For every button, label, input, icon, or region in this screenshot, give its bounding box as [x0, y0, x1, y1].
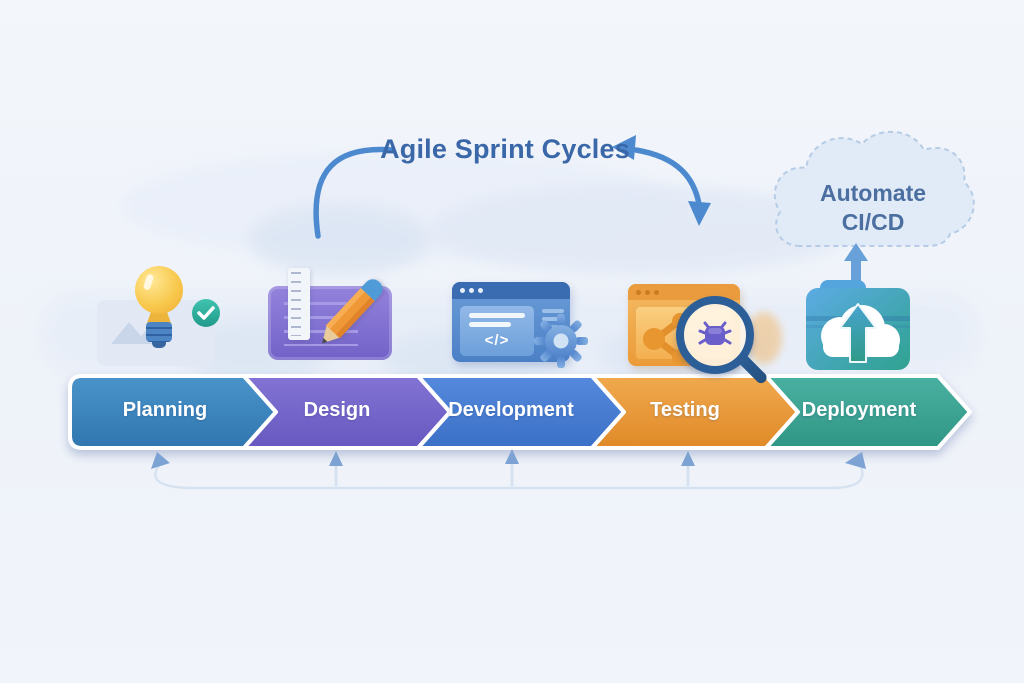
- callout-line-1: Automate: [819, 180, 927, 206]
- background-cloud: [430, 185, 850, 275]
- feedback-loop: [151, 449, 866, 490]
- cloud-callout-text: Automate CI/CD: [793, 179, 953, 237]
- text-line: [542, 317, 564, 321]
- bulb-neck: [147, 311, 171, 323]
- ruler-icon: [288, 268, 310, 340]
- code-panel: </>: [460, 306, 534, 356]
- cloud-upload-illustration: [806, 280, 910, 370]
- text-line: [469, 322, 511, 327]
- stage-label-deployment: Deployment: [801, 399, 917, 421]
- stage-label-development: Development: [448, 399, 574, 421]
- magnifier-lens: [676, 296, 754, 374]
- window-dot: [478, 288, 483, 293]
- code-symbol: </>: [484, 332, 510, 349]
- window-dot: [654, 290, 659, 295]
- window-dot: [645, 290, 650, 295]
- window-dot: [469, 288, 474, 293]
- lightbulb-idea-icon: [95, 262, 245, 374]
- upload-arrow: [839, 303, 877, 363]
- background-cloud: [250, 205, 430, 275]
- text-line: [469, 313, 525, 318]
- check-badge-icon: [192, 299, 220, 327]
- stage-label-design: Design: [303, 399, 371, 421]
- callout-line-2: CI/CD: [841, 209, 905, 235]
- bug-magnifier-icon: [618, 276, 782, 386]
- ruler-pencil-icon: [262, 268, 402, 368]
- bulb-base: [146, 322, 172, 342]
- window-titlebar: [452, 282, 570, 299]
- text-line: [542, 309, 564, 313]
- bug-icon: [698, 321, 732, 345]
- window-dot: [460, 288, 465, 293]
- bulb-glass: [135, 266, 183, 314]
- window-dot: [636, 290, 641, 295]
- stage-label-testing: Testing: [650, 399, 720, 421]
- code-window-icon: </>: [448, 276, 598, 380]
- cloud-upload-icon: [798, 246, 922, 378]
- bulb-contact: [152, 342, 166, 348]
- stage-label-planning: Planning: [122, 399, 208, 421]
- diagram-title: Agile Sprint Cycles: [380, 134, 630, 164]
- gear-icon: [534, 314, 588, 368]
